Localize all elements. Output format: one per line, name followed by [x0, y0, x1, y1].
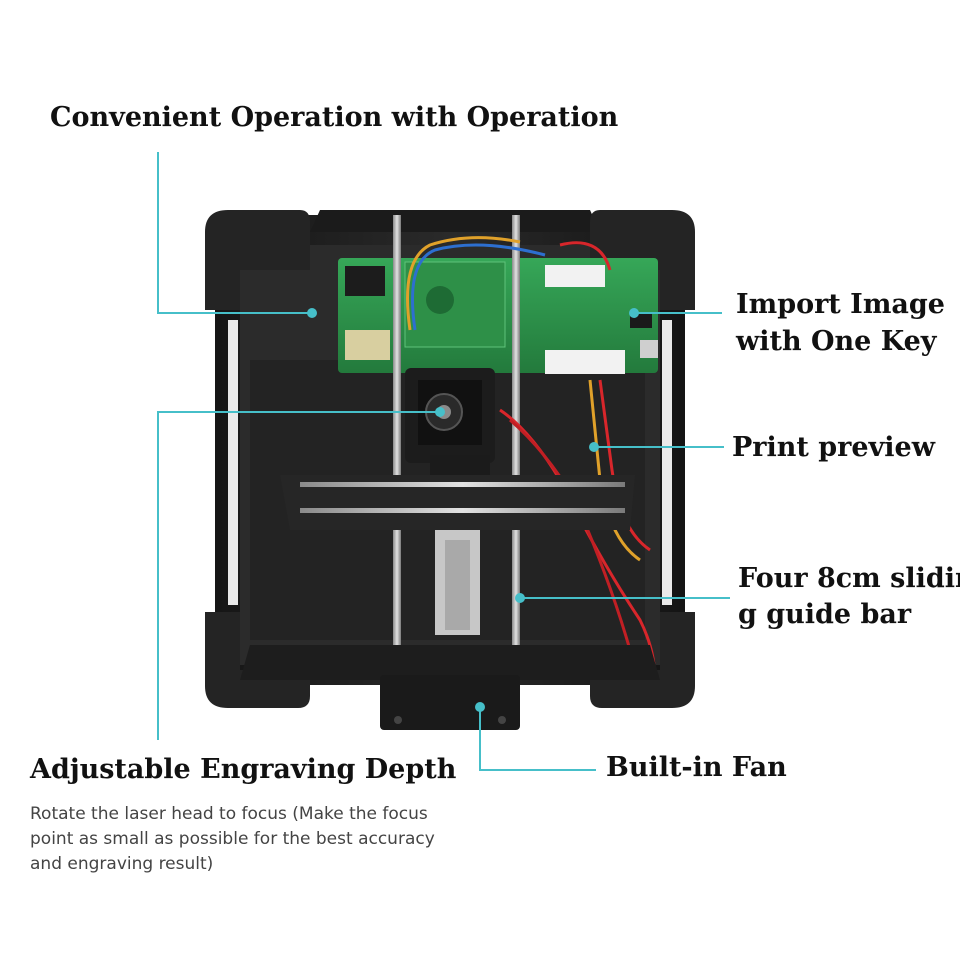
control-pcb	[338, 258, 658, 374]
callout-engraving-depth-desc-2: point as small as possible for the best …	[30, 829, 435, 849]
callout-engraving-depth-title: Adjustable Engraving Depth	[30, 754, 457, 785]
callout-built-in-fan: Built-in Fan	[606, 752, 787, 783]
x-gantry	[280, 475, 635, 635]
callout-guide-bar-line2: g guide bar	[738, 599, 912, 630]
callout-engraving-depth-desc-1: Rotate the laser head to focus (Make the…	[30, 804, 428, 824]
callout-import-image-line2: with One Key	[736, 326, 937, 357]
base-and-fan	[240, 645, 660, 730]
callout-guide-bar-line1: Four 8cm slidin	[738, 563, 960, 594]
callout-convenient-operation: Convenient Operation with Operation	[50, 102, 619, 133]
guide-rods	[393, 215, 520, 665]
leader-lines	[157, 152, 730, 771]
leader-dots	[307, 308, 639, 712]
callout-import-image-line1: Import Image	[736, 289, 945, 320]
callout-engraving-depth-desc-3: and engraving result)	[30, 854, 214, 874]
callout-print-preview: Print preview	[732, 432, 935, 463]
